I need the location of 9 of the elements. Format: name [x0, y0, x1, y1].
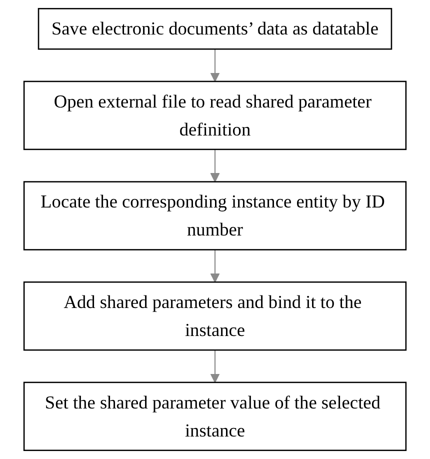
arrow: [210, 49, 220, 82]
node-box: Save electronic documents’ data as datatable: [38, 8, 392, 50]
node-box: Set the shared parameter value of the selected instance: [23, 382, 407, 452]
node-box: Open external file to read shared parameter definition: [23, 80, 407, 150]
arrow: [210, 350, 220, 383]
node-box: Add shared parameters and bind it to the instance: [23, 281, 407, 351]
arrow: [210, 149, 220, 182]
arrow: [210, 250, 220, 283]
node-box: Locate the corresponding instance entity by ID number: [23, 181, 407, 250]
